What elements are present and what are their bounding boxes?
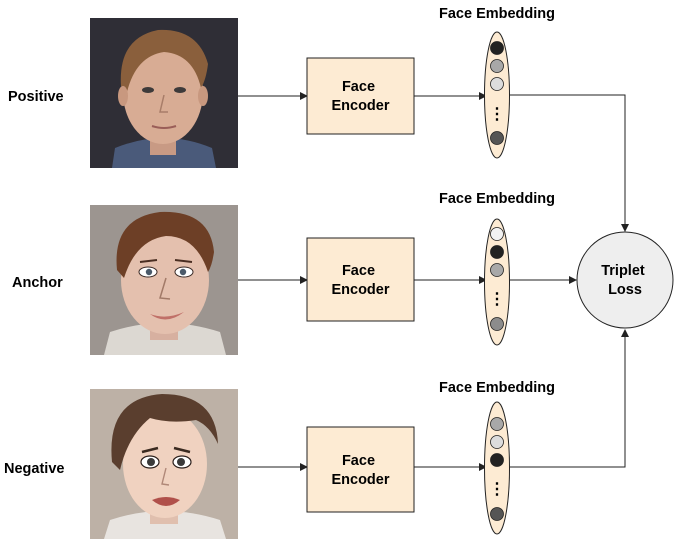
embedding-title: Face Embedding bbox=[439, 191, 555, 207]
role-label-negative: Negative bbox=[4, 461, 64, 477]
encoder-line-2: Encoder bbox=[331, 472, 389, 488]
face-encoder-label: Face Encoder bbox=[331, 79, 389, 114]
embedding-cell bbox=[490, 131, 504, 145]
portrait-anchor bbox=[90, 205, 238, 355]
face-encoder-label: Face Encoder bbox=[331, 453, 389, 488]
role-label-anchor: Anchor bbox=[12, 275, 63, 291]
loss-connectors bbox=[510, 94, 629, 468]
embedding-cell bbox=[490, 245, 504, 259]
embedding-ellipsis: ⋮ bbox=[489, 481, 505, 498]
embedding-ellipsis: ⋮ bbox=[489, 106, 505, 123]
triplet-loss-label: Triplet Loss bbox=[601, 263, 649, 298]
encoder-line-2: Encoder bbox=[331, 282, 389, 298]
loss-line-1: Triplet bbox=[601, 263, 645, 279]
row-negative: Negative Face Encoder Face Embedding ⋮ bbox=[4, 380, 555, 539]
row-positive: Positive Face Encoder Face Embedding ⋮ bbox=[8, 6, 555, 168]
loss-line-2: Loss bbox=[608, 282, 642, 298]
embedding-cell bbox=[490, 263, 504, 277]
face-encoder-box bbox=[306, 57, 415, 135]
embedding-cell bbox=[490, 417, 504, 431]
embedding-cell bbox=[490, 435, 504, 449]
embedding-cell bbox=[490, 453, 504, 467]
negative-to-loss-arrow bbox=[510, 329, 629, 468]
triplet-loss-circle bbox=[576, 231, 674, 329]
role-label-positive: Positive bbox=[8, 89, 64, 105]
embedding-title: Face Embedding bbox=[439, 6, 555, 22]
embedding-ellipsis: ⋮ bbox=[489, 291, 505, 308]
face-encoder-box bbox=[306, 426, 415, 513]
encoder-line-1: Face bbox=[342, 263, 375, 279]
embedding-cell bbox=[490, 41, 504, 55]
embedding-cell bbox=[490, 59, 504, 73]
embedding-cell bbox=[490, 227, 504, 241]
embedding-capsule bbox=[484, 401, 510, 535]
portrait-positive bbox=[90, 18, 238, 168]
positive-to-loss-arrow bbox=[510, 94, 629, 232]
face-encoder-box bbox=[306, 237, 415, 322]
triplet-loss-node: Triplet Loss bbox=[576, 231, 674, 329]
encoder-line-1: Face bbox=[342, 79, 375, 95]
embedding-cell bbox=[490, 77, 504, 91]
face-encoder-label: Face Encoder bbox=[331, 263, 389, 298]
portrait-negative bbox=[90, 389, 238, 539]
embedding-cell bbox=[490, 317, 504, 331]
embedding-title: Face Embedding bbox=[439, 380, 555, 396]
encoder-line-2: Encoder bbox=[331, 98, 389, 114]
row-anchor: Anchor Face Encoder Face Embedding ⋮ bbox=[12, 191, 555, 355]
embedding-cell bbox=[490, 507, 504, 521]
encoder-line-1: Face bbox=[342, 453, 375, 469]
